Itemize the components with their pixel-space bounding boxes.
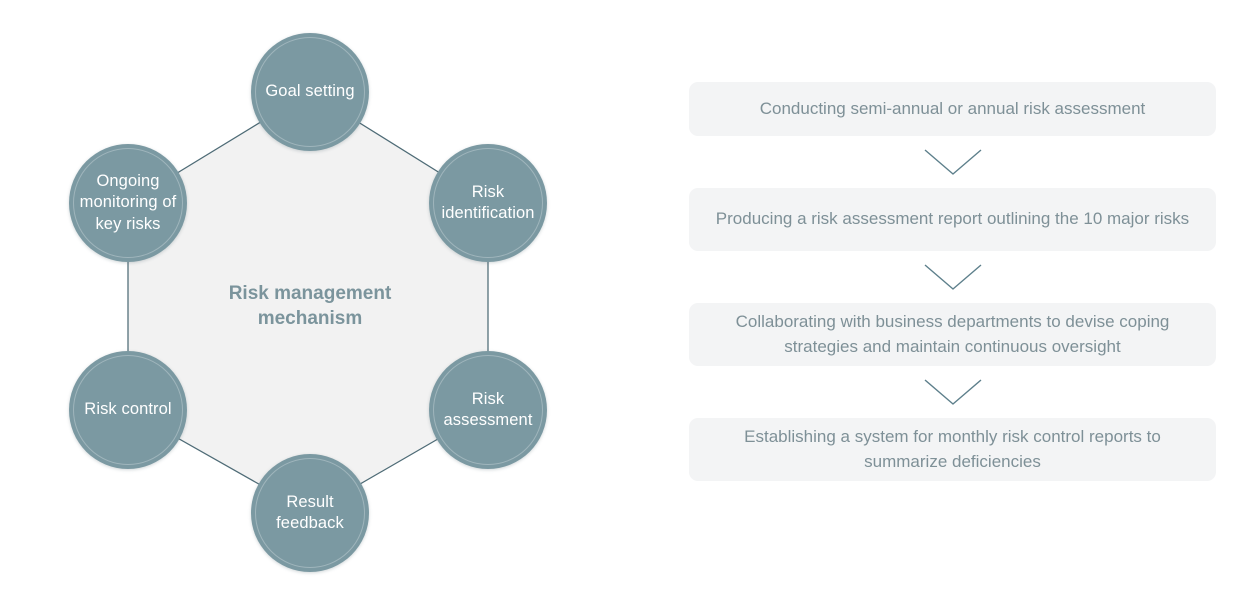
chevron-down-icon	[924, 149, 981, 175]
flow-step-text: Conducting semi-annual or annual risk as…	[759, 98, 1146, 118]
cycle-center-title: Risk management mechanism	[228, 283, 392, 330]
flow-step-text: Establishing a system for monthly risk c…	[744, 427, 1161, 471]
cycle-node-label: Risk identification	[441, 182, 535, 222]
cycle-node-label: Ongoing monitoring of key risks	[79, 172, 177, 233]
cycle-node-ongoing-monitoring[interactable]: Ongoing monitoring of key risks	[69, 144, 187, 262]
flow-step-1[interactable]: Conducting semi-annual or annual risk as…	[689, 82, 1216, 136]
hexagon-backdrop	[128, 92, 488, 513]
cycle-node-label: Goal setting	[265, 82, 355, 101]
chevron-down-icon	[924, 379, 981, 405]
cycle-node-goal-setting[interactable]: Goal setting	[251, 33, 369, 151]
cycle-node-label: Risk control	[84, 400, 172, 419]
cycle-node-label: Result feedback	[276, 492, 344, 532]
flow-step-4[interactable]: Establishing a system for monthly risk c…	[689, 418, 1216, 481]
cycle-node-risk-control[interactable]: Risk control	[69, 351, 187, 469]
flow-step-3[interactable]: Collaborating with business departments …	[689, 303, 1216, 366]
flow-arrow-1	[689, 136, 1216, 188]
flow-step-text: Collaborating with business departments …	[735, 312, 1170, 356]
chevron-down-icon	[924, 264, 981, 290]
flow-arrow-2	[689, 251, 1216, 303]
risk-process-flow: Conducting semi-annual or annual risk as…	[689, 82, 1216, 481]
cycle-node-label: Risk assessment	[443, 389, 533, 429]
risk-management-cycle-diagram: Goal setting Risk identification Risk as…	[69, 33, 547, 572]
flow-step-text: Producing a risk assessment report outli…	[715, 209, 1190, 229]
cycle-node-result-feedback[interactable]: Result feedback	[251, 454, 369, 572]
cycle-node-risk-identification[interactable]: Risk identification	[429, 144, 547, 262]
cycle-node-risk-assessment[interactable]: Risk assessment	[429, 351, 547, 469]
flow-arrow-3	[689, 366, 1216, 418]
flow-step-2[interactable]: Producing a risk assessment report outli…	[689, 188, 1216, 251]
